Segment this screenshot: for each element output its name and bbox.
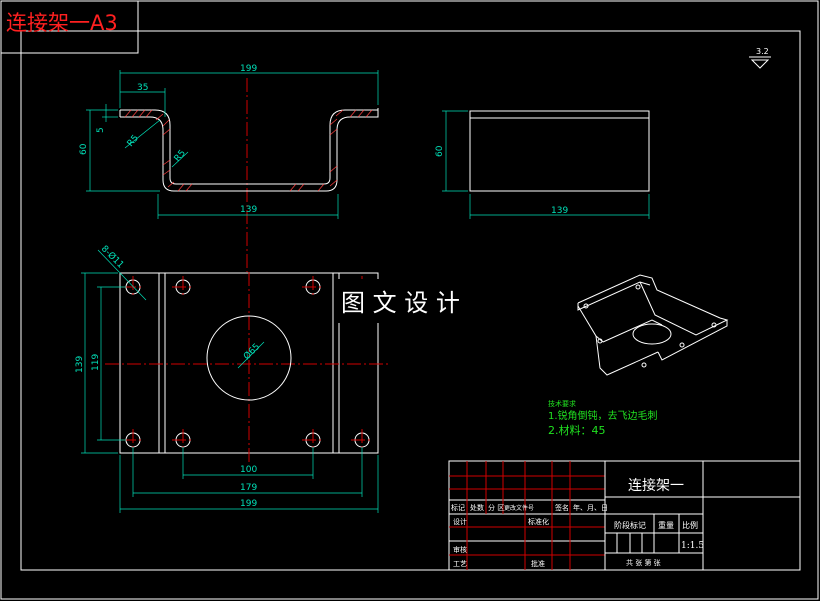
- label-mark: 标记: [451, 503, 465, 512]
- title-block: 连接架一 标记 处数 分 区 更改文件号 签名 年、月、日 设计 标准化 阶段标…: [448, 460, 801, 571]
- isometric-view: [577, 274, 729, 376]
- front-dim-139: 139: [240, 205, 257, 215]
- side-view: 60 139: [435, 110, 650, 219]
- label-review: 审核: [453, 545, 467, 554]
- top-view: Ø65 8-Ø11: [75, 243, 390, 513]
- center-hole: [206, 315, 292, 401]
- label-change-doc: 更改文件号: [504, 504, 534, 512]
- label-design: 设计: [453, 517, 467, 526]
- front-dim-5: 5: [96, 127, 106, 133]
- top-dim-199: 199: [240, 499, 257, 509]
- top-dim-100: 100: [240, 465, 257, 475]
- label-box: [0, 0, 139, 54]
- label-date: 年、月、日: [573, 503, 608, 512]
- notes-line1: 1.锐角倒钝，去飞边毛刺: [548, 409, 658, 422]
- watermark: 图 文 设 计: [341, 289, 460, 317]
- label-stage: 阶段标记: [614, 520, 646, 530]
- part-name: 连接架一: [628, 477, 684, 494]
- notes-line2: 2.材料：45: [548, 423, 606, 437]
- notes-title: 技术要求: [548, 399, 576, 408]
- front-dim-199: 199: [240, 64, 257, 74]
- label-process: 工艺: [453, 560, 467, 568]
- front-hatching: [124, 109, 373, 192]
- surface-finish-value: 3.2: [756, 47, 769, 56]
- watermark-box: [335, 279, 495, 323]
- front-view: 199 35 60 5 R5 R5 139: [79, 64, 379, 272]
- top-dim-179: 179: [240, 483, 257, 493]
- front-dim-r5-inner: R5: [173, 148, 188, 164]
- side-outline: [469, 110, 650, 192]
- inner-frame: [20, 30, 801, 571]
- side-dim-60: 60: [435, 145, 445, 157]
- top-dim-119: 119: [91, 354, 101, 371]
- front-profile-outer: [120, 108, 379, 192]
- label-zone: 分 区: [488, 503, 504, 512]
- top-dim-139: 139: [75, 356, 85, 373]
- surface-finish-symbol: 3.2: [749, 47, 771, 69]
- label-sheets: 共 张 第 张: [626, 558, 661, 567]
- top-dim-phi65: Ø65: [241, 341, 262, 362]
- front-dim-60: 60: [79, 143, 89, 155]
- label-weight: 重量: [658, 520, 674, 530]
- front-profile-inner: [120, 109, 378, 185]
- label-approve: 批准: [531, 559, 545, 568]
- front-dim-35: 35: [137, 83, 148, 93]
- label-standard: 标准化: [528, 517, 549, 526]
- label-sign: 签名: [555, 503, 569, 512]
- drawing-label: 连接架一A3: [6, 11, 118, 35]
- front-dim-r5-outer: R5: [126, 133, 141, 149]
- scale-value: 1:1.5: [681, 541, 704, 551]
- side-dim-139: 139: [551, 206, 568, 216]
- label-scale: 比例: [682, 520, 698, 530]
- top-dim-holes: 8-Ø11: [99, 243, 126, 270]
- label-count: 处数: [470, 503, 484, 512]
